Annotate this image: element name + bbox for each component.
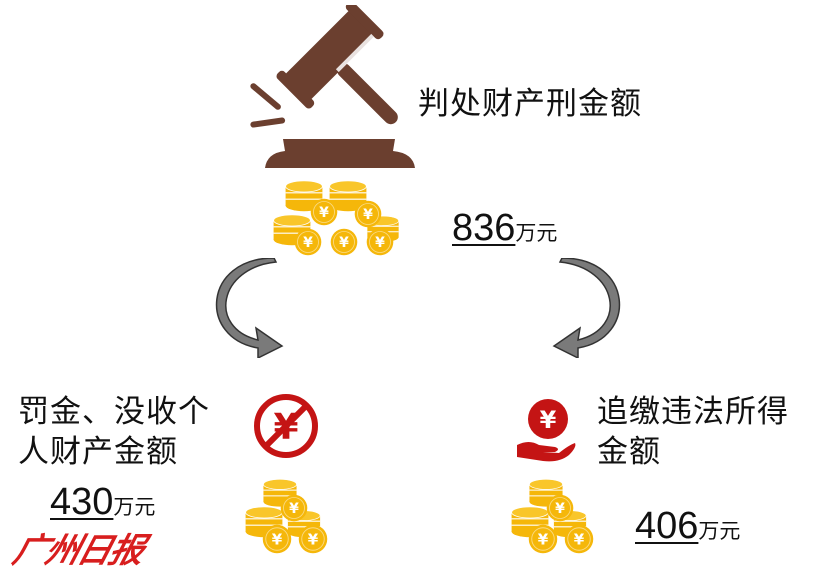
curved-arrow-left-icon <box>215 258 283 358</box>
coin-pile-icon <box>273 180 400 256</box>
right-label-line2: 金额 <box>597 434 661 470</box>
left-amount-unit: 万元 <box>113 496 156 519</box>
left-label-line1: 罚金、没收个 <box>18 394 210 430</box>
curved-arrow-right-icon <box>553 258 621 358</box>
top-amount-unit: 万元 <box>515 222 558 245</box>
svg-text:¥: ¥ <box>540 406 557 434</box>
gavel-icon <box>250 5 415 168</box>
right-amount: 406万元 <box>635 506 740 552</box>
right-label: 追缴违法所得 金额 <box>597 392 789 472</box>
top-amount-value: 836 <box>452 207 516 249</box>
top-amount: 836万元 <box>452 208 557 254</box>
coin-pile-icon <box>511 478 594 554</box>
coin-pile-icon <box>245 478 328 554</box>
left-label: 罚金、没收个 人财产金额 <box>18 392 210 472</box>
top-title: 判处财产刑金额 <box>418 86 642 122</box>
left-amount: 430万元 <box>50 482 155 528</box>
right-amount-value: 406 <box>635 505 699 547</box>
right-label-line1: 追缴违法所得 <box>597 394 789 430</box>
left-label-line2: 人财产金额 <box>18 434 178 470</box>
hand-yuan-icon: ¥ <box>517 399 576 462</box>
left-amount-value: 430 <box>50 481 114 523</box>
watermark-logo: 广州日报 <box>8 531 148 571</box>
right-amount-unit: 万元 <box>698 520 741 543</box>
no-yuan-icon: ¥ <box>254 394 318 458</box>
